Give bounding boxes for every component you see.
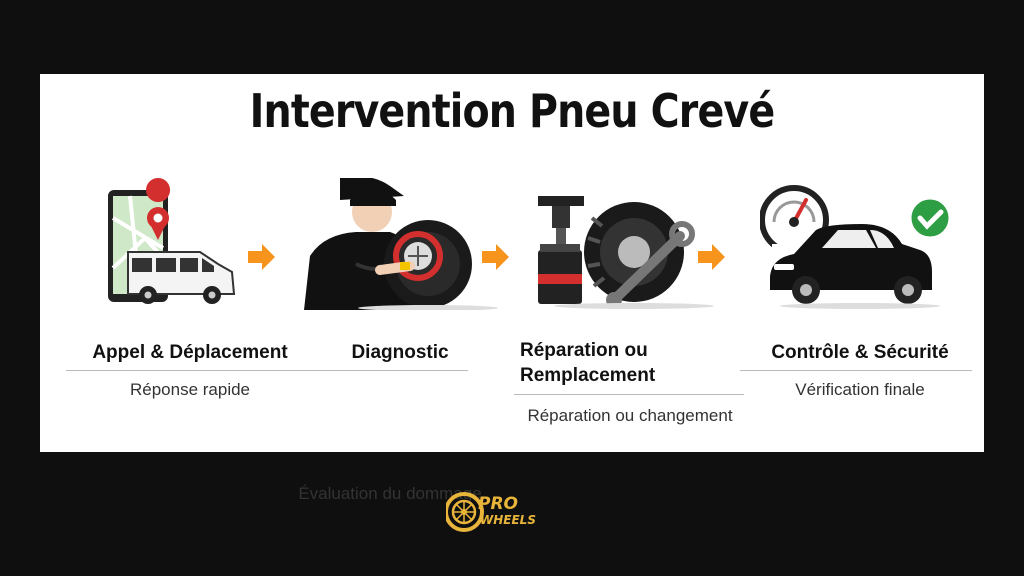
infographic-panel: Intervention Pneu Crevé Appel & Déplacem…	[40, 74, 984, 503]
jack-tire-wrench-icon	[538, 196, 714, 309]
arrow-right-icon	[248, 244, 275, 270]
step-3-subtitle: Réparation ou changement	[527, 406, 733, 425]
mechanic-tire-icon	[304, 178, 498, 310]
phone-map-van-icon	[108, 178, 236, 304]
step-4-subtitle: Vérification finale	[795, 380, 925, 399]
step-2-divider	[302, 370, 468, 371]
step-2-subtitle: Évaluation du dommage	[298, 484, 482, 503]
arrow-right-icon	[482, 244, 509, 270]
step-4-divider	[740, 370, 972, 371]
step-1-title: Appel & Déplacement	[92, 342, 288, 363]
logo-line1: PRO	[478, 494, 519, 514]
step-3-title-line1: Réparation ou	[520, 340, 648, 361]
step-2-title: Diagnostic	[351, 342, 449, 363]
logo-line2: WHEELS	[480, 513, 536, 527]
gauge-car-check-icon	[760, 185, 952, 309]
pro-wheels-logo-icon	[446, 492, 484, 532]
step-3-title-line2: Remplacement	[520, 365, 656, 386]
step-1-divider	[66, 370, 302, 371]
page-title: Intervention Pneu Crevé	[249, 84, 776, 138]
arrow-right-icon	[698, 244, 725, 270]
step-3-title: Réparation ou Remplacement	[512, 338, 752, 388]
step-3-divider	[514, 394, 744, 395]
step-4-title: Contrôle & Sécurité	[771, 342, 949, 363]
step-1-subtitle: Réponse rapide	[129, 380, 251, 399]
